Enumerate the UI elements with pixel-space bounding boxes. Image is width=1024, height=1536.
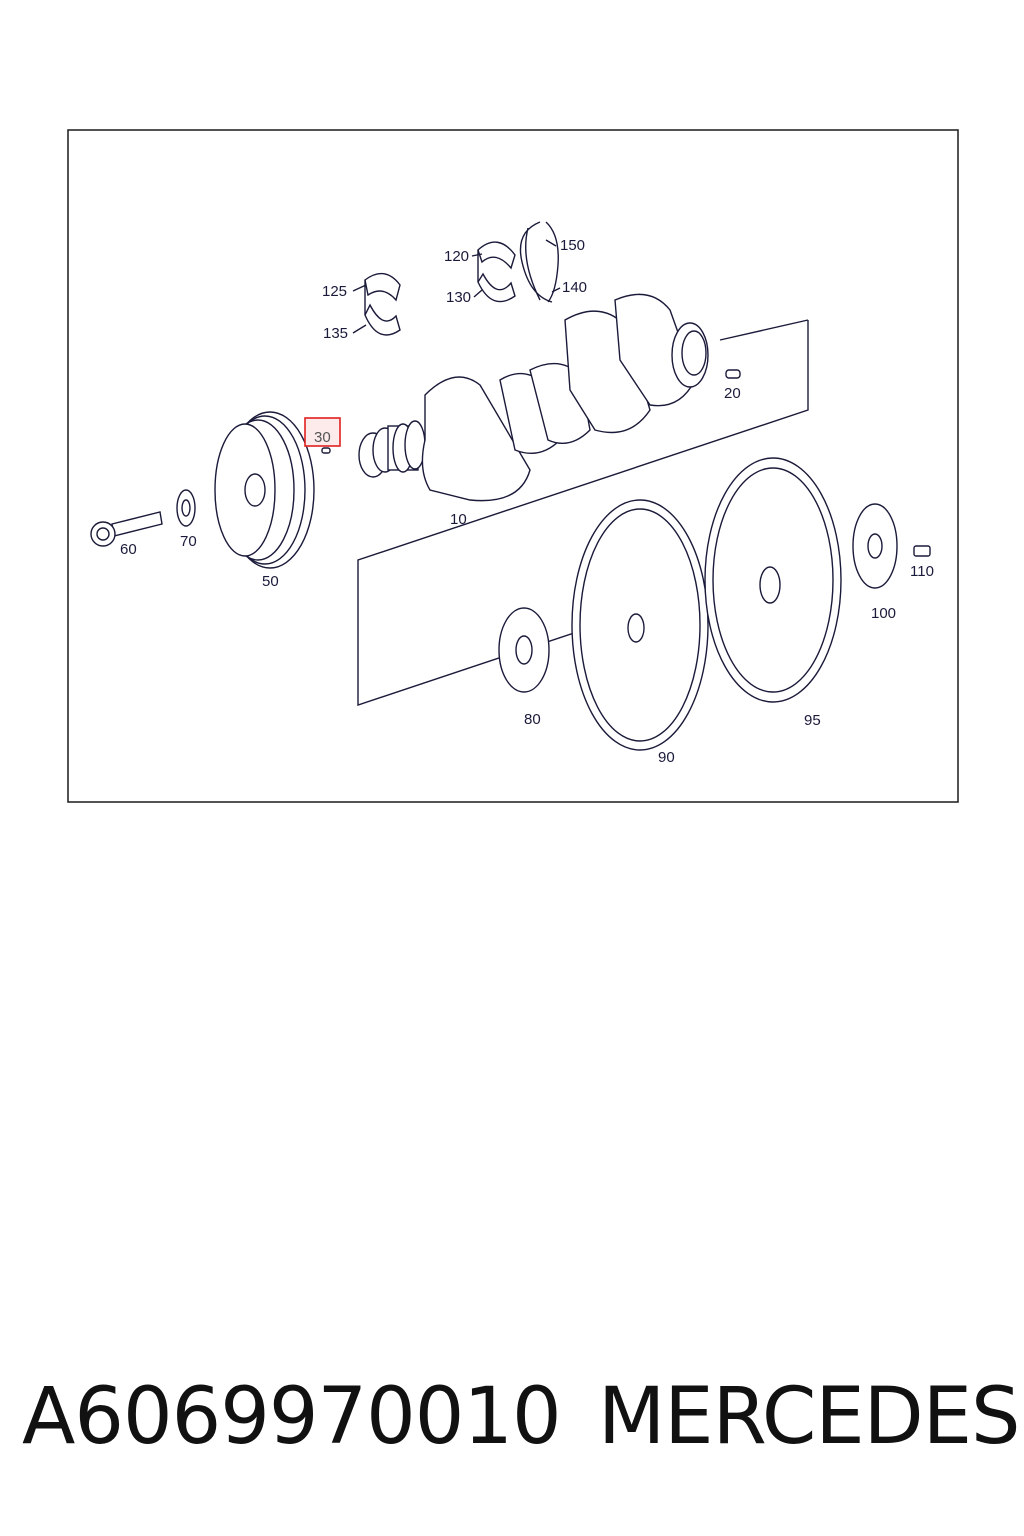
label-140: 140	[562, 279, 587, 296]
footer: A6069970010 MERCEDES	[0, 1362, 1024, 1472]
highlight-box	[304, 417, 341, 447]
label-90: 90	[658, 749, 675, 766]
label-80: 80	[524, 711, 541, 728]
brand-name: MERCEDES	[598, 1372, 1020, 1462]
pulley-damper-50	[214, 411, 315, 569]
plate-80	[498, 607, 550, 693]
label-10: 10	[450, 511, 467, 528]
label-70: 70	[180, 533, 197, 550]
bolt-60	[90, 511, 163, 547]
crankshaft	[358, 293, 709, 502]
label-150: 150	[560, 237, 585, 254]
dowel-pin-20	[725, 369, 741, 379]
label-60: 60	[120, 541, 137, 558]
diagram-frame	[67, 129, 959, 803]
label-135: 135	[323, 325, 348, 342]
bolt-110	[913, 545, 931, 557]
label-120: 120	[444, 248, 469, 265]
thrust-washer-140-150	[519, 221, 559, 303]
label-20: 20	[724, 385, 741, 402]
label-125: 125	[322, 283, 347, 300]
pin-30	[321, 447, 331, 454]
label-30: 30	[314, 429, 331, 446]
flexplate-90	[571, 499, 709, 751]
plate-100	[852, 503, 898, 589]
label-110: 110	[910, 563, 934, 580]
label-100: 100	[871, 605, 896, 622]
bearing-shell-120-130	[477, 241, 516, 303]
label-50: 50	[262, 573, 279, 590]
label-130: 130	[446, 289, 471, 306]
bearing-shell-125-135	[364, 272, 401, 336]
flywheel-95	[704, 457, 842, 703]
label-95: 95	[804, 712, 821, 729]
washer-70	[176, 489, 196, 527]
exploded-parts-diagram: 10 20 30 50 60 70 80 90 95 100 110 120 1…	[67, 129, 959, 803]
part-number: A6069970010	[22, 1372, 562, 1462]
